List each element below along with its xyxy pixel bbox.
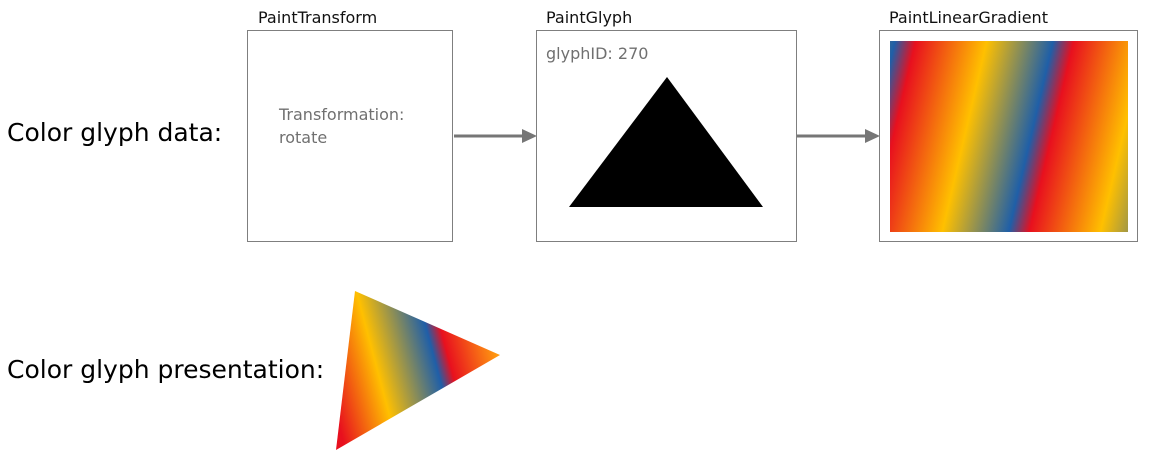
paint-linear-gradient-box (879, 30, 1138, 242)
gradient-fill (890, 41, 1128, 232)
row-label-presentation: Color glyph presentation: (7, 355, 325, 384)
arrowhead-icon (522, 129, 537, 143)
row-label-data: Color glyph data: (7, 118, 223, 147)
glyph-triangle (569, 77, 763, 207)
triangle-shape (569, 77, 763, 207)
paint-transform-line-1: Transformation: (279, 105, 405, 124)
paint-transform-box: Transformation: rotate (247, 30, 453, 242)
paint-glyph-title: PaintGlyph (546, 8, 633, 27)
paint-transform-title: PaintTransform (258, 8, 378, 27)
paint-transform-line-2: rotate (279, 128, 328, 147)
rotated-gradient-triangle (336, 291, 500, 450)
linear-gradient-swatch (890, 41, 1128, 232)
arrowhead-icon (865, 129, 880, 143)
paint-linear-gradient-title: PaintLinearGradient (889, 8, 1048, 27)
paint-glyph-id-label: glyphID: 270 (546, 44, 649, 63)
paint-glyph-box: glyphID: 270 (536, 30, 797, 242)
